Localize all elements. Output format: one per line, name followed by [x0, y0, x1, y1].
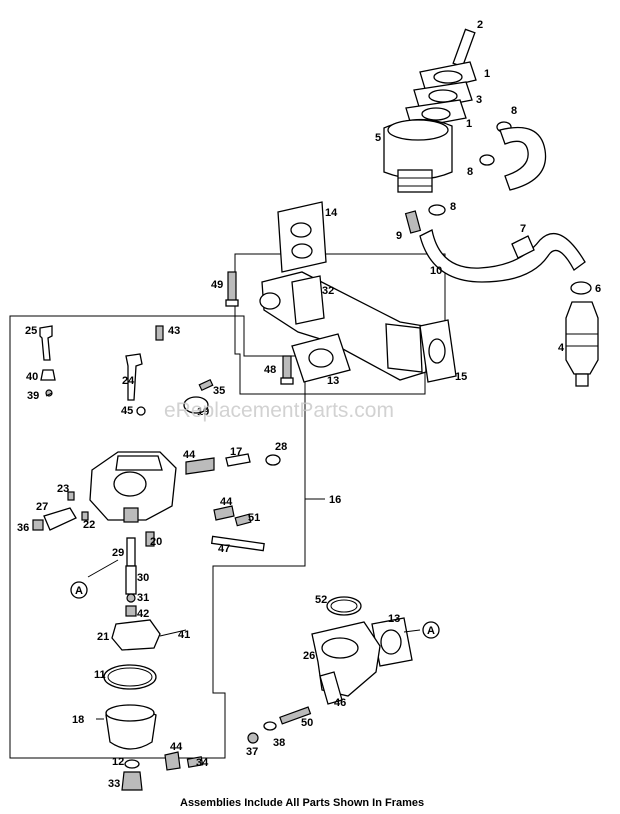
label-23: 23: [57, 483, 69, 495]
label-41: 41: [178, 629, 190, 641]
label-9: 9: [396, 230, 402, 242]
callout-a-right: A: [422, 621, 440, 639]
float-part: [111, 619, 161, 651]
label-21: 21: [97, 631, 109, 643]
adapter-group: [247, 596, 413, 744]
label-33: 33: [108, 778, 120, 790]
label-49: 49: [211, 279, 223, 291]
label-44a: 44: [183, 449, 196, 461]
label-30: 30: [137, 572, 149, 584]
label-4: 4: [558, 342, 565, 354]
label-12: 12: [112, 756, 124, 768]
label-25: 25: [25, 325, 37, 337]
label-18: 18: [72, 714, 84, 726]
bowl-gasket-part: [103, 664, 157, 690]
part-number-labels: 2 1 3 1 8 5 8 8 9 14 7 10 6 4 49 32 48 1…: [17, 19, 601, 790]
label-37: 37: [246, 746, 258, 758]
leader-lines: [45, 392, 421, 720]
watermark: eReplacementParts.com: [164, 399, 394, 422]
label-44c: 44: [170, 741, 183, 753]
intake-manifold-group: [225, 201, 457, 385]
label-27: 27: [36, 501, 48, 513]
label-13a: 13: [327, 375, 339, 387]
carburetor-group: [32, 325, 281, 791]
label-7: 7: [520, 223, 526, 235]
label-8a: 8: [511, 105, 517, 117]
pin-part: [452, 28, 476, 68]
label-31: 31: [137, 592, 149, 604]
intake-manifold-assembly-frame: [234, 253, 446, 395]
adapter-stud-part: [319, 671, 343, 705]
label-29: 29: [112, 547, 124, 559]
label-3: 3: [476, 94, 482, 106]
label-14: 14: [325, 207, 338, 219]
shaft-pin-part: [210, 535, 265, 552]
label-42: 42: [137, 608, 149, 620]
label-6: 6: [595, 283, 601, 295]
svg-text:A: A: [75, 585, 83, 597]
label-13b: 13: [388, 613, 400, 625]
label-24: 24: [122, 375, 135, 387]
label-34: 34: [196, 757, 209, 769]
label-2: 2: [477, 19, 483, 31]
label-52: 52: [315, 594, 327, 606]
label-5: 5: [375, 132, 381, 144]
label-17: 17: [230, 446, 242, 458]
label-1b: 1: [466, 118, 472, 130]
label-51: 51: [248, 512, 260, 524]
label-15: 15: [455, 371, 467, 383]
label-11: 11: [94, 669, 106, 681]
throttle-shaft-part: [125, 353, 143, 401]
footer-caption: Assemblies Include All Parts Shown In Fr…: [180, 797, 424, 809]
hose-clamp-part: [570, 281, 592, 295]
svg-text:A: A: [427, 625, 435, 637]
label-26: 26: [303, 650, 315, 662]
label-35: 35: [213, 385, 225, 397]
hose-clamp-part: [428, 204, 446, 216]
label-44b: 44: [220, 496, 233, 508]
label-22: 22: [83, 519, 95, 531]
label-38: 38: [273, 737, 285, 749]
label-20: 20: [150, 536, 162, 548]
label-40: 40: [26, 371, 38, 383]
label-48: 48: [264, 364, 276, 376]
bolt-part: [282, 355, 292, 381]
label-19: 19: [197, 406, 209, 418]
main-jet-part: [126, 537, 136, 567]
label-16: 16: [329, 494, 341, 506]
fuel-line-part: [499, 126, 547, 191]
label-46: 46: [334, 697, 346, 709]
label-43: 43: [168, 325, 180, 337]
choke-lever-part: [43, 507, 77, 531]
label-36: 36: [17, 522, 29, 534]
hose-clamp-part: [479, 154, 495, 166]
label-8c: 8: [450, 201, 456, 213]
label-32: 32: [322, 285, 334, 297]
bolt-part: [227, 271, 237, 303]
label-50: 50: [301, 717, 313, 729]
carburetor-assembly-frame: [9, 315, 306, 759]
label-1a: 1: [484, 68, 490, 80]
fuel-pump-group: [383, 28, 599, 387]
fuel-filter-part: [565, 301, 599, 375]
label-8b: 8: [467, 166, 473, 178]
linkage-rod-part: [39, 325, 53, 361]
label-47: 47: [218, 543, 230, 555]
bowl-bolt-part: [121, 771, 143, 791]
label-10: 10: [430, 265, 442, 277]
screw-part: [155, 325, 164, 341]
callout-a-top: A: [70, 581, 88, 599]
label-45: 45: [121, 405, 133, 417]
needle-part: [225, 453, 251, 467]
label-28: 28: [275, 441, 287, 453]
label-39: 39: [27, 390, 39, 402]
fuel-line-part: [419, 229, 586, 283]
